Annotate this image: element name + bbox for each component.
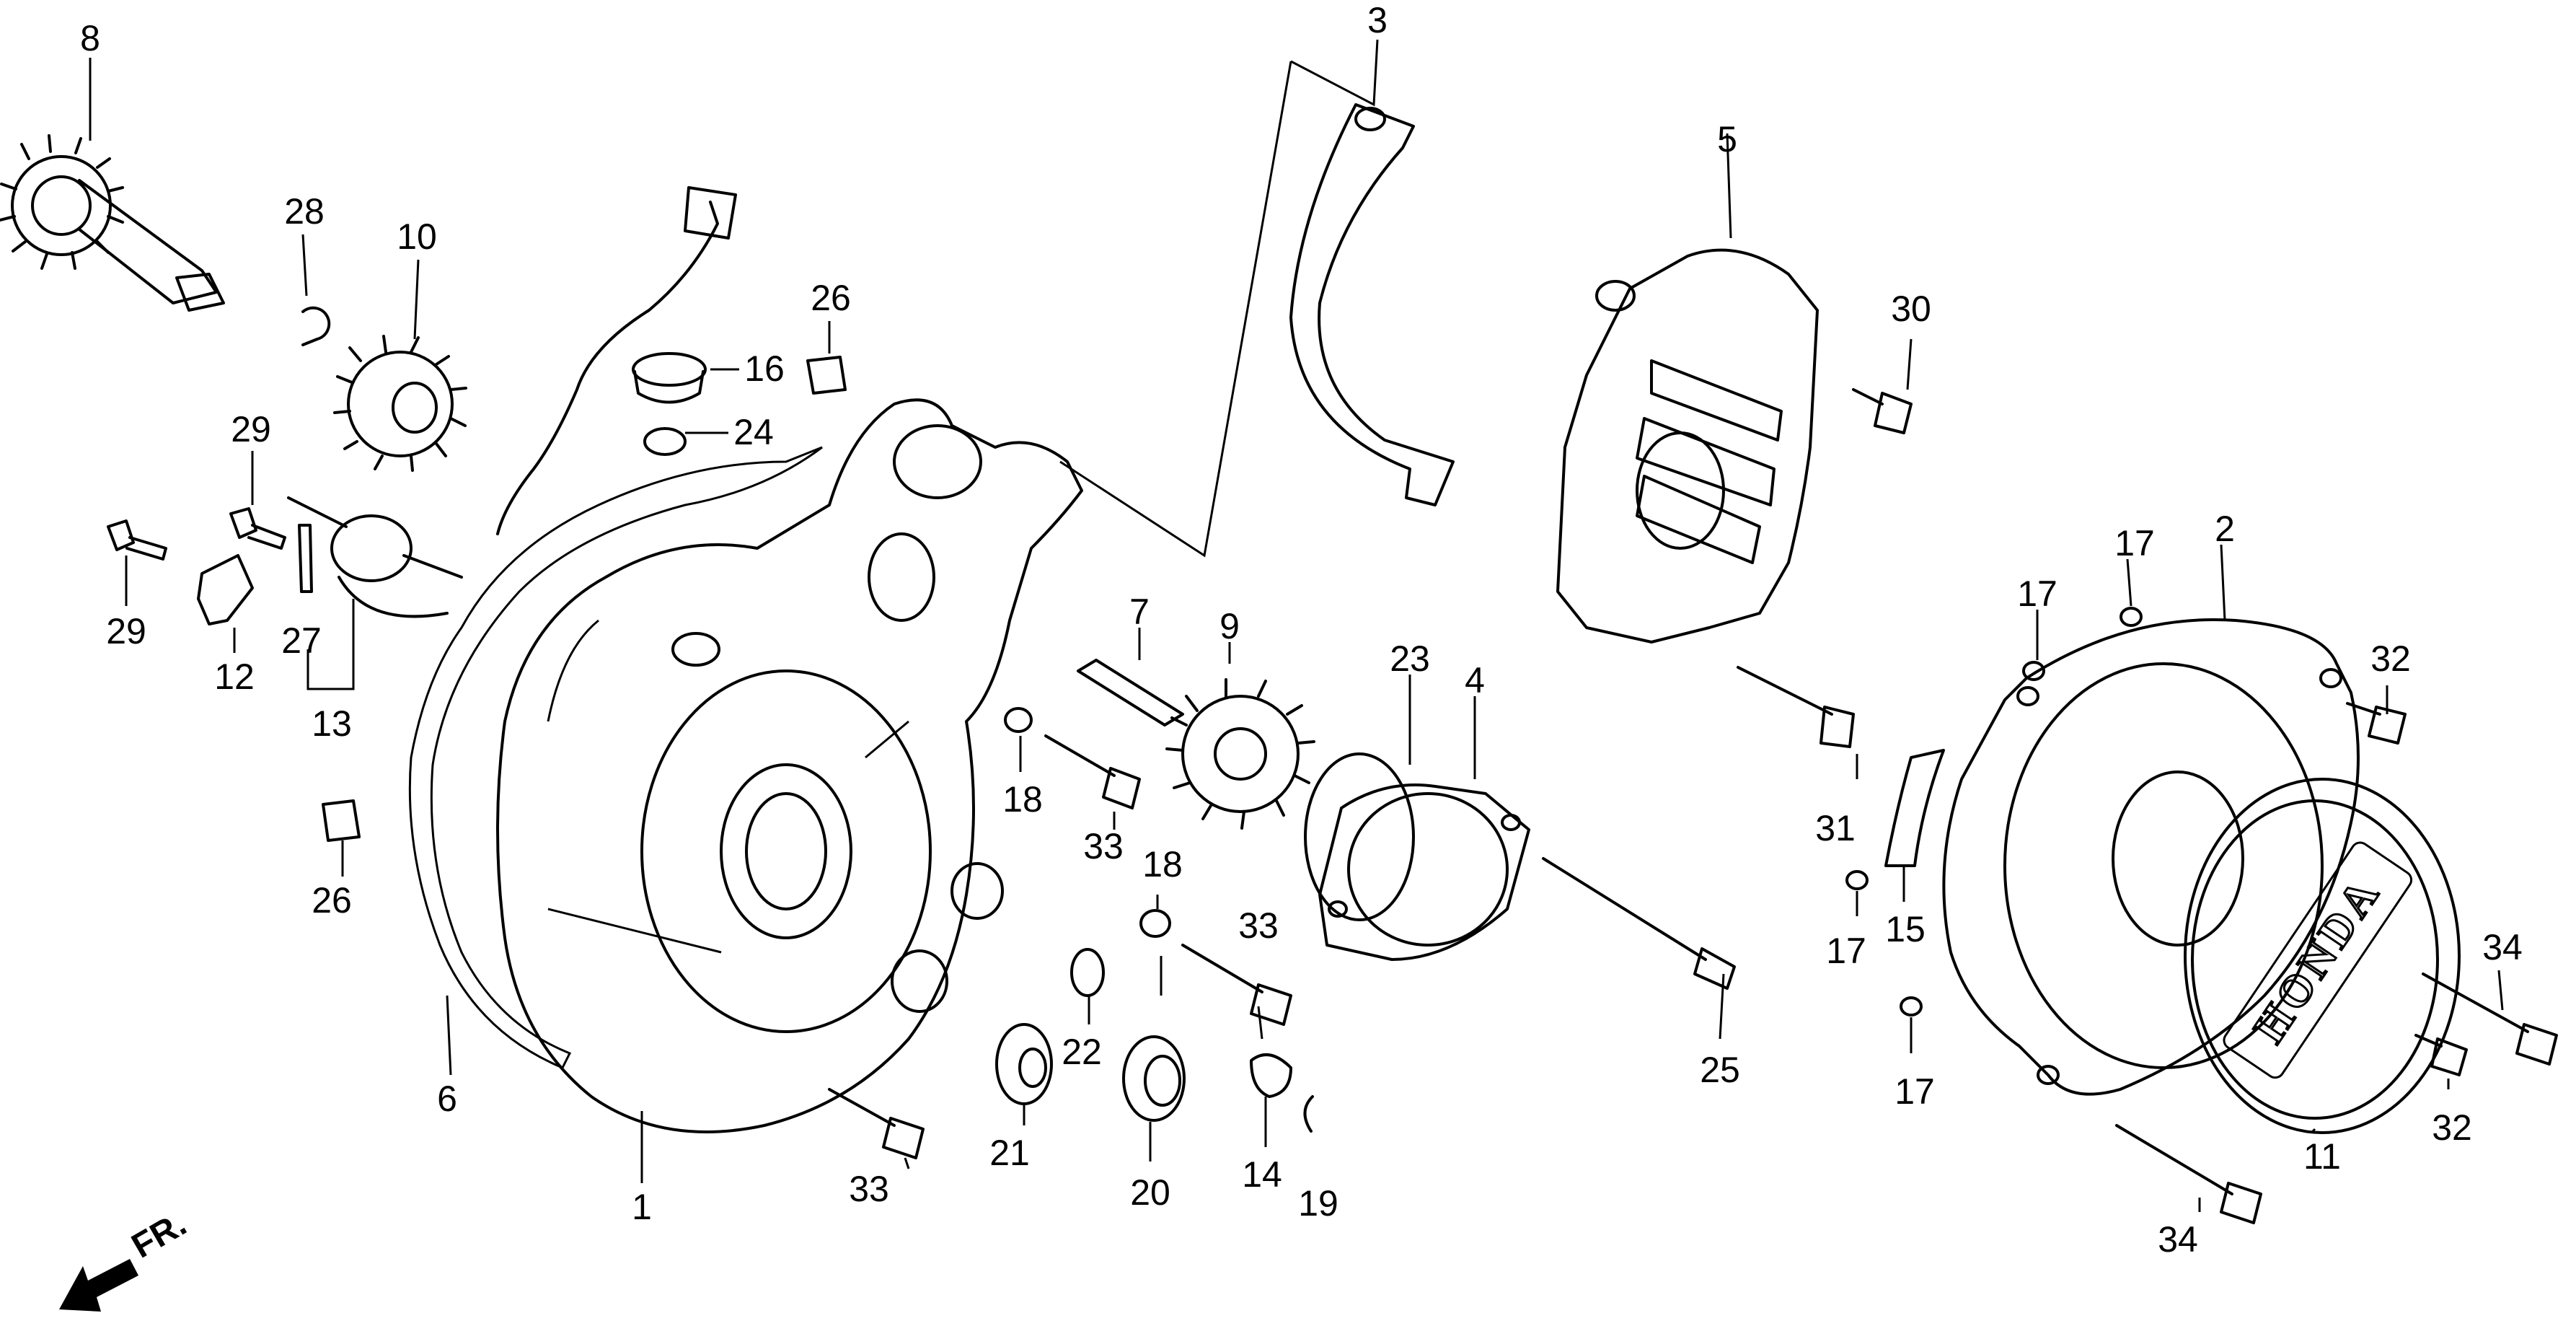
leader-13 xyxy=(306,599,355,690)
honda-logo: HONDA xyxy=(2244,868,2390,1051)
callout-24: 24 xyxy=(733,412,774,452)
bolt-32-lower-part xyxy=(2414,1034,2468,1076)
washer-17-b-part xyxy=(2120,607,2143,627)
long-bolt-part xyxy=(1542,857,1736,990)
callout-20: 20 xyxy=(1130,1172,1170,1213)
bolt-31-part xyxy=(1737,666,1855,748)
honda-cover-part: HONDA xyxy=(2184,778,2461,1134)
callout-34-lower: 34 xyxy=(2158,1219,2198,1260)
callout-21: 21 xyxy=(989,1133,1030,1173)
crankcase-cover-part xyxy=(496,398,1083,1133)
callout-14: 14 xyxy=(1242,1154,1282,1195)
washer-17-c-part xyxy=(1845,870,1869,890)
washer-18-upper-part xyxy=(1004,707,1033,733)
bolt-34-lower-part xyxy=(2115,1124,2262,1224)
callout-17-top-left: 17 xyxy=(2017,574,2057,614)
bolt-30-part xyxy=(1852,388,1913,434)
callout-27: 27 xyxy=(281,620,322,661)
callout-7: 7 xyxy=(1129,592,1150,632)
callout-19: 19 xyxy=(1298,1183,1338,1224)
hose-part xyxy=(1289,103,1455,506)
bearing-21-part xyxy=(995,1023,1053,1105)
callout-3: 3 xyxy=(1367,0,1388,40)
callout-1: 1 xyxy=(632,1187,652,1227)
callout-17-top-right: 17 xyxy=(2114,523,2155,563)
callout-31: 31 xyxy=(1815,808,1856,848)
callout-15: 15 xyxy=(1885,909,1926,949)
callout-2: 2 xyxy=(2215,509,2235,549)
callout-6: 6 xyxy=(437,1079,457,1119)
callout-29-upper: 29 xyxy=(231,409,271,449)
callout-33-middle: 33 xyxy=(1238,905,1279,946)
bolt-29-upper-part xyxy=(229,507,286,550)
bolt-29-left-part xyxy=(107,519,167,561)
callout-17-lower: 17 xyxy=(1894,1071,1935,1112)
oil-seal-part xyxy=(1122,1035,1186,1122)
gear-9-part xyxy=(1165,678,1315,830)
callout-23: 23 xyxy=(1390,638,1430,679)
clip-19-part xyxy=(1303,1095,1314,1133)
callout-4: 4 xyxy=(1465,660,1485,701)
callout-34-upper: 34 xyxy=(2482,927,2523,967)
washer-17-a-part xyxy=(2022,661,2045,681)
direction-arrow-icon xyxy=(59,1259,138,1312)
bolt-34-upper-part xyxy=(2422,972,2558,1066)
callout-33-upper: 33 xyxy=(1083,826,1124,866)
callout-28: 28 xyxy=(284,191,325,232)
callout-9: 9 xyxy=(1219,606,1240,646)
callout-22: 22 xyxy=(1062,1032,1102,1072)
countershaft-gear-part xyxy=(0,134,225,312)
callout-13: 13 xyxy=(312,703,352,744)
dowel-7-part xyxy=(1077,659,1184,726)
washer-17-d-part xyxy=(1900,996,1923,1017)
gasket-part xyxy=(408,446,823,1069)
callout-26-upper: 26 xyxy=(811,278,851,318)
dowel-pin-lower-part xyxy=(322,799,361,842)
bolt-32-upper-part xyxy=(2346,702,2407,745)
callout-25: 25 xyxy=(1700,1050,1740,1090)
callout-18-lower: 18 xyxy=(1142,844,1183,884)
circlip-part xyxy=(301,306,331,346)
callout-8: 8 xyxy=(80,18,100,58)
wire-harness-part xyxy=(496,201,719,535)
callout-32-upper: 32 xyxy=(2370,638,2411,679)
switch-assembly-part xyxy=(287,496,463,618)
callout-10: 10 xyxy=(397,216,437,257)
dowel-pin-upper-part xyxy=(806,356,847,395)
bolt-33-upper-part xyxy=(1044,734,1141,809)
callout-18-upper: 18 xyxy=(1002,779,1043,820)
gear-10-part xyxy=(333,335,467,472)
callout-5: 5 xyxy=(1717,119,1737,159)
leader-lines xyxy=(89,39,2504,1212)
callout-labels: 8 28 10 26 16 24 29 29 27 12 13 26 6 1 3… xyxy=(80,0,2523,1260)
bolt-33-middle-part xyxy=(1181,944,1292,1026)
bracket-part xyxy=(197,554,254,625)
washer-part xyxy=(643,427,687,456)
callout-17-middle: 17 xyxy=(1826,931,1866,971)
callout-12: 12 xyxy=(214,657,255,697)
pin-part xyxy=(298,524,313,593)
callout-32-lower: 32 xyxy=(2432,1107,2472,1148)
front-direction-indicator: FR. xyxy=(59,1205,193,1312)
washer-18-lower-part xyxy=(1139,909,1171,938)
callout-26-lower: 26 xyxy=(312,880,352,921)
gasket-strip-part xyxy=(1884,749,1945,867)
generator-cover-part xyxy=(1942,618,2360,1096)
bolt-33-lower-part xyxy=(828,1088,925,1159)
sprocket-cover-part xyxy=(1556,248,1819,644)
collar-part xyxy=(1250,1053,1292,1098)
bearing-22-part xyxy=(1070,948,1105,997)
callout-16: 16 xyxy=(744,348,785,389)
plug-part xyxy=(632,352,707,404)
callout-33-lower: 33 xyxy=(849,1169,889,1209)
callout-29-left: 29 xyxy=(106,611,146,651)
cap-cover-part xyxy=(1318,783,1530,961)
callout-30: 30 xyxy=(1891,289,1931,329)
cap-gasket-part xyxy=(1304,752,1415,921)
callout-11: 11 xyxy=(2303,1136,2341,1177)
direction-label: FR. xyxy=(125,1205,193,1266)
